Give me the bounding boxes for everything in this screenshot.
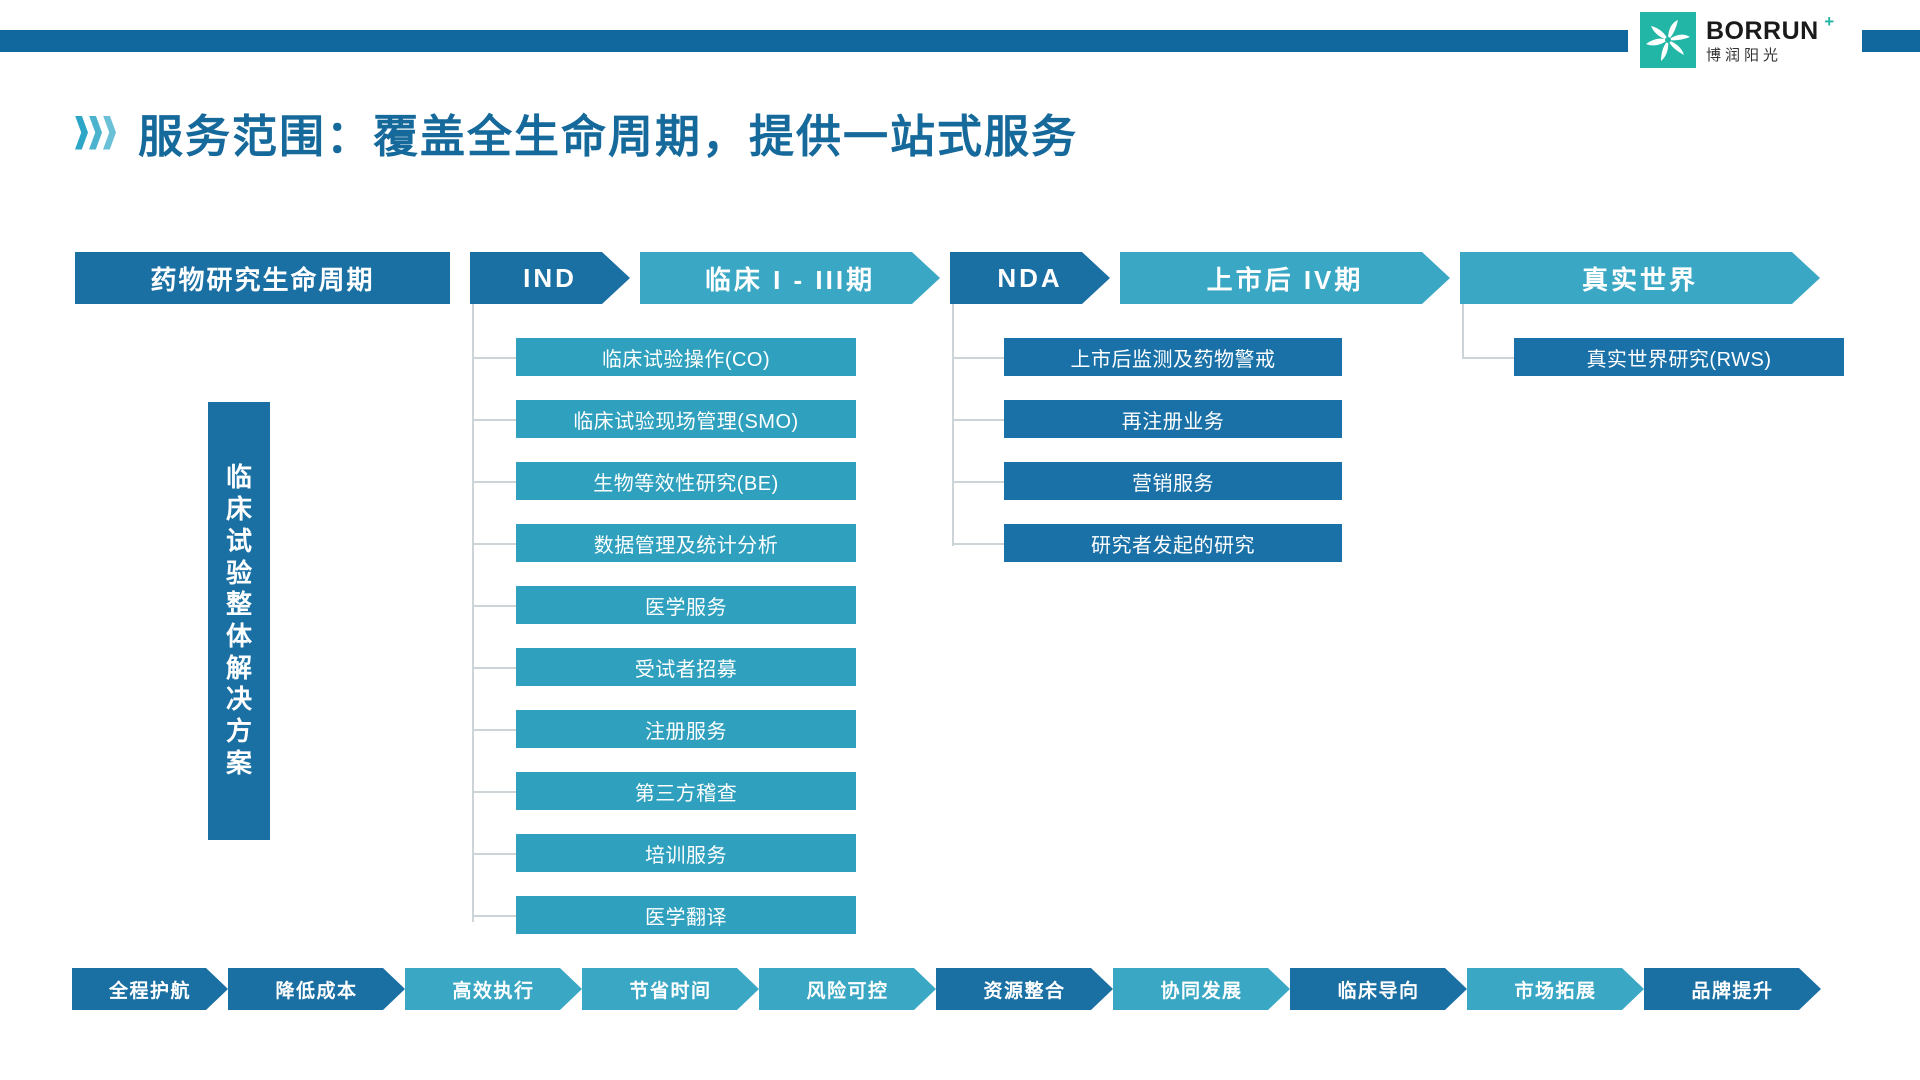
timeline-stage-post-market[interactable]: 上市后 IV期 — [1120, 252, 1450, 304]
benefit-chevron[interactable]: 降低成本 — [228, 968, 405, 1010]
service-box-real-world[interactable]: 真实世界研究(RWS) — [1514, 338, 1844, 376]
vertical-label-char: 体 — [225, 621, 252, 651]
benefit-chevron[interactable]: 高效执行 — [405, 968, 582, 1010]
service-box-post-market[interactable]: 上市后监测及药物警戒 — [1004, 338, 1342, 376]
timeline-stage-real-world[interactable]: 真实世界 — [1460, 252, 1820, 304]
vertical-label-char: 整 — [225, 589, 252, 620]
service-box-post-market[interactable]: 营销服务 — [1004, 462, 1342, 500]
connector-stub — [472, 481, 516, 483]
vertical-label-char: 试 — [225, 525, 252, 556]
connector-stub — [472, 543, 516, 545]
service-box-post-market[interactable]: 研究者发起的研究 — [1004, 524, 1342, 562]
service-box-clinical[interactable]: 生物等效性研究(BE) — [516, 462, 856, 500]
service-box-clinical[interactable]: 培训服务 — [516, 834, 856, 872]
vertical-label-char: 床 — [225, 494, 252, 525]
connector-trunk-post-market — [952, 304, 954, 546]
connector-stub — [1462, 357, 1514, 359]
connector-stub — [952, 419, 1004, 421]
service-box-clinical[interactable]: 临床试验操作(CO) — [516, 338, 856, 376]
service-box-clinical[interactable]: 受试者招募 — [516, 648, 856, 686]
timeline-stage-nda[interactable]: NDA — [950, 252, 1110, 304]
benefit-chevron[interactable]: 资源整合 — [936, 968, 1113, 1010]
benefit-chevron[interactable]: 节省时间 — [582, 968, 759, 1010]
vertical-label-char: 解 — [225, 652, 252, 683]
service-box-post-market[interactable]: 再注册业务 — [1004, 400, 1342, 438]
service-box-clinical[interactable]: 医学翻译 — [516, 896, 856, 934]
brand-plus-icon: + — [1824, 12, 1835, 31]
service-box-clinical[interactable]: 医学服务 — [516, 586, 856, 624]
vertical-label-char: 验 — [225, 557, 252, 588]
header-bar-right — [1862, 30, 1920, 52]
pinwheel-icon — [1640, 12, 1696, 68]
connector-stub — [952, 357, 1004, 359]
benefit-chevron[interactable]: 协同发展 — [1113, 968, 1290, 1010]
slide-title-row: 服务范围：覆盖全生命周期，提供一站式服务 — [75, 100, 1078, 165]
benefit-chevron[interactable]: 风险可控 — [759, 968, 936, 1010]
connector-stub — [472, 605, 516, 607]
brand-logo: BORRUN+ 博润阳光 — [1640, 12, 1835, 68]
connector-stub — [952, 481, 1004, 483]
brand-name-cn: 博润阳光 — [1706, 47, 1783, 64]
connector-stub — [472, 667, 516, 669]
triple-chevron-icon — [75, 115, 116, 150]
connector-stub — [472, 419, 516, 421]
connector-trunk-clinical — [472, 304, 474, 922]
vertical-label-char: 案 — [225, 747, 252, 778]
service-box-clinical[interactable]: 临床试验现场管理(SMO) — [516, 400, 856, 438]
connector-stub — [472, 915, 516, 917]
connector-stub — [472, 729, 516, 731]
timeline-row-label: 药物研究生命周期 — [75, 252, 450, 304]
benefit-chevron[interactable]: 临床导向 — [1290, 968, 1467, 1010]
connector-trunk-real-world — [1462, 304, 1464, 359]
service-box-clinical[interactable]: 注册服务 — [516, 710, 856, 748]
vertical-solution-label: 临 床 试 验 整 体 解 决 方 案 — [208, 402, 270, 840]
vertical-label-char: 临 — [225, 462, 252, 493]
header-bar-left — [0, 30, 1628, 52]
benefit-chevron[interactable]: 市场拓展 — [1467, 968, 1644, 1010]
connector-stub — [472, 357, 516, 359]
benefit-chevron[interactable]: 品牌提升 — [1644, 968, 1821, 1010]
vertical-label-char: 方 — [225, 716, 252, 747]
connector-stub — [472, 791, 516, 793]
lifecycle-timeline: 药物研究生命周期 IND 临床 I - III期 NDA 上市后 IV期 真实世… — [0, 252, 1920, 304]
service-box-clinical[interactable]: 数据管理及统计分析 — [516, 524, 856, 562]
page-title: 服务范围：覆盖全生命周期，提供一站式服务 — [138, 111, 1079, 162]
timeline-stage-ind[interactable]: IND — [470, 252, 630, 304]
benefit-chevron[interactable]: 全程护航 — [72, 968, 228, 1010]
brand-name: BORRUN+ — [1706, 12, 1835, 45]
vertical-label-char: 决 — [225, 684, 252, 715]
timeline-stage-clinical[interactable]: 临床 I - III期 — [640, 252, 940, 304]
connector-stub — [472, 853, 516, 855]
connector-stub — [952, 543, 1004, 545]
service-box-clinical[interactable]: 第三方稽查 — [516, 772, 856, 810]
